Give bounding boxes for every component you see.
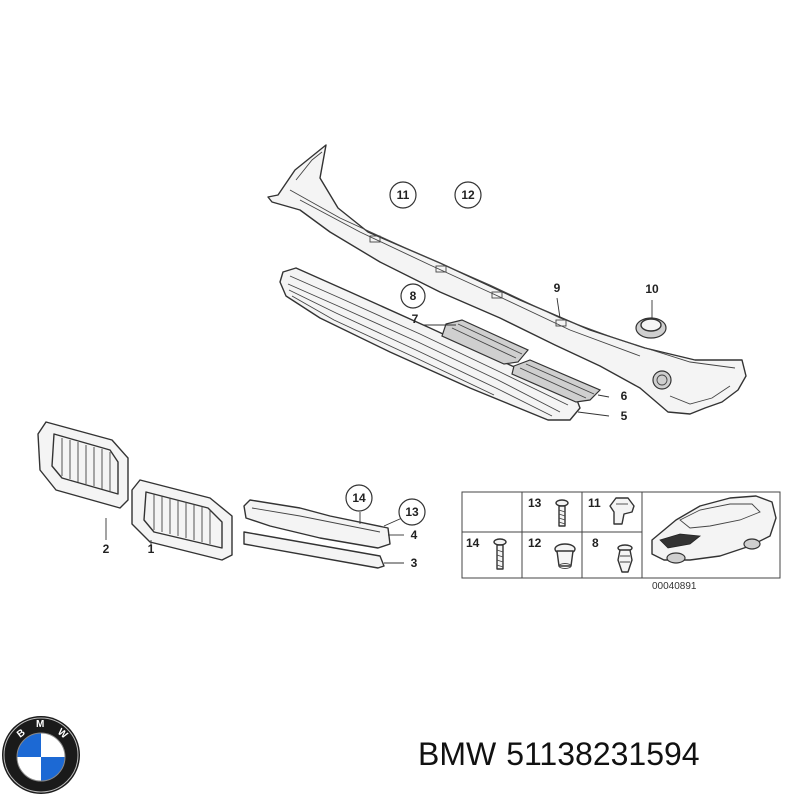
label-part-8: 8 (410, 289, 417, 303)
bmw-logo-icon: B M W (2, 716, 80, 794)
label-part-5: 5 (621, 409, 628, 423)
mesh-insert-part-6 (511, 359, 602, 403)
label-part-11: 11 (397, 188, 410, 202)
callout-circle-12 (454, 181, 482, 209)
callout-circle-14 (345, 484, 373, 512)
air-inlet-cover-part-5 (279, 267, 581, 421)
label-part-7: 7 (412, 312, 419, 326)
inset-label-12: 12 (528, 536, 542, 550)
grommet-icon (554, 543, 576, 569)
diagram-code: 00040891 (652, 581, 697, 592)
support-bracket-part-4 (243, 499, 391, 549)
brand-name: BMW (418, 736, 497, 772)
label-part-6: 6 (621, 389, 628, 403)
leader-lines (105, 297, 653, 564)
cowl-panel-part-9 (267, 144, 747, 415)
push-clip-icon (617, 544, 633, 573)
label-part-13: 13 (405, 505, 419, 519)
label-part-2: 2 (103, 542, 110, 556)
inset-label-14: 14 (466, 536, 480, 550)
trim-strip-part-3 (243, 531, 385, 569)
label-part-14: 14 (352, 491, 366, 505)
label-part-9: 9 (554, 281, 561, 295)
label-part-4: 4 (411, 528, 418, 542)
part-number: 51138231594 (506, 736, 700, 772)
label-part-3: 3 (411, 556, 418, 570)
kidney-grille-part-1 (131, 479, 233, 561)
clip-icon (609, 497, 635, 525)
callout-circle-8 (400, 283, 426, 309)
screw-icon (555, 499, 569, 527)
callout-labels: 11 12 8 7 9 10 6 5 14 13 4 3 2 1 (103, 181, 659, 570)
label-part-12: 12 (461, 188, 475, 202)
label-part-10: 10 (645, 282, 659, 296)
kidney-grille-part-2 (37, 421, 129, 509)
inset-label-11: 11 (588, 496, 601, 510)
inset-label-13: 13 (528, 496, 542, 510)
inset-label-8: 8 (592, 536, 599, 550)
callout-circle-13 (398, 498, 426, 526)
svg-text:M: M (36, 719, 44, 730)
car-location-icon (651, 495, 777, 564)
fastener-inset: 13 11 14 12 8 (461, 491, 781, 592)
label-part-1: 1 (148, 542, 155, 556)
mesh-insert-part-7 (441, 319, 529, 365)
grommet-part-10 (635, 317, 667, 339)
callout-circle-11 (389, 181, 417, 209)
screw-icon (493, 538, 507, 570)
